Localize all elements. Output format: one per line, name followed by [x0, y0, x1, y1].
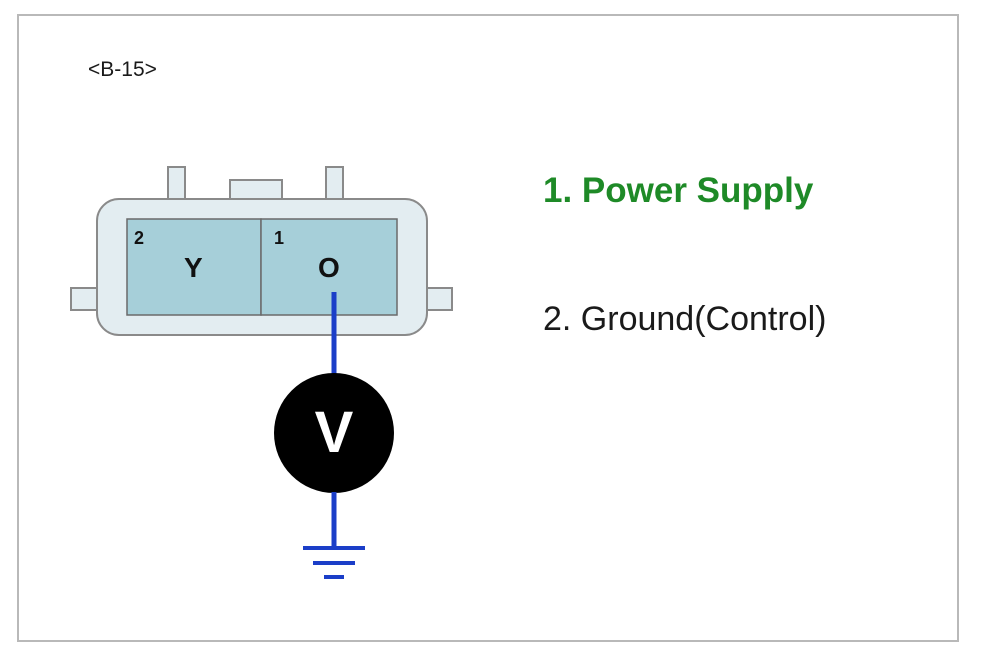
voltmeter-icon — [274, 373, 394, 493]
pin-color-code-2: Y — [184, 252, 203, 283]
voltmeter-symbol: V — [314, 400, 354, 465]
pin-color-code-1: O — [318, 252, 340, 283]
connector-latch-left — [167, 166, 186, 204]
legend-power-supply: 1. Power Supply — [543, 171, 814, 210]
legend-ground-control: 2. Ground(Control) — [543, 300, 827, 338]
pin-cavity-1 — [260, 218, 398, 316]
connector-id-label: <B-15> — [88, 58, 157, 81]
ground-symbol-icon — [303, 546, 365, 579]
pin-number-1: 1 — [274, 228, 285, 248]
connector-latch-right — [325, 166, 344, 204]
pin-number-2: 2 — [134, 228, 145, 248]
